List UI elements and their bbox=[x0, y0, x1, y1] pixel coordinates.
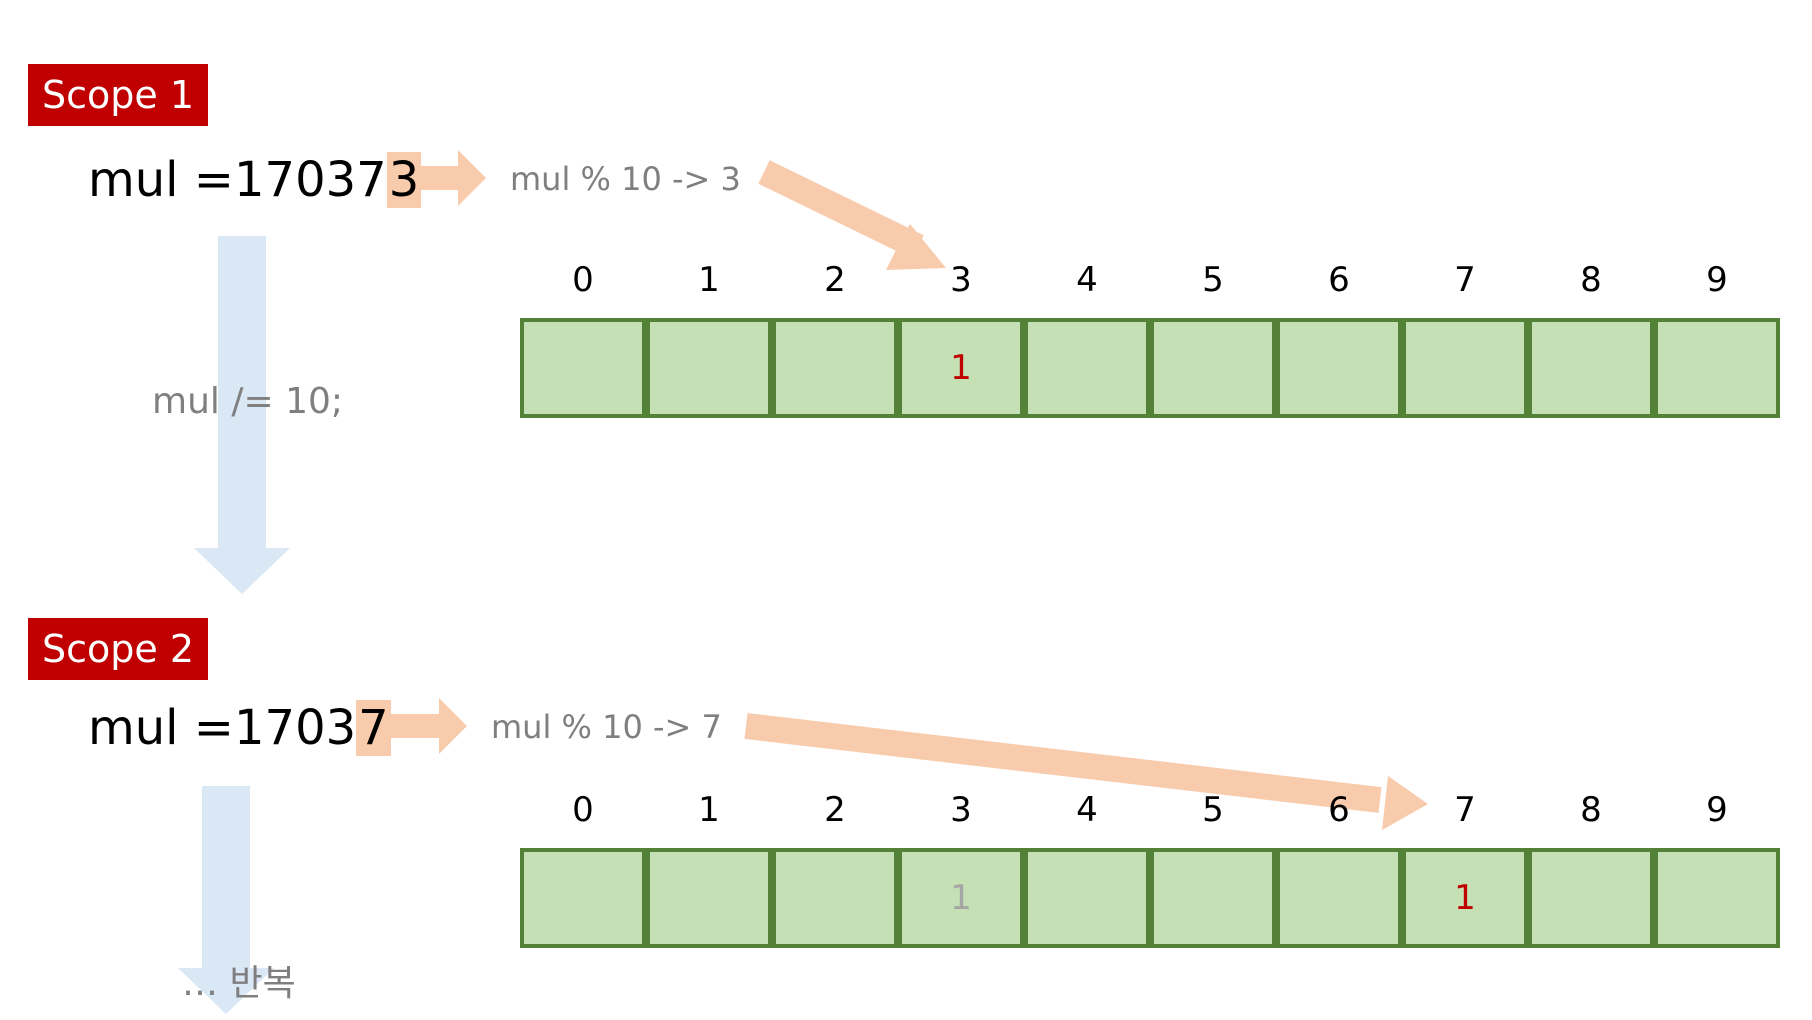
pointer-arrow-icon bbox=[1382, 776, 1428, 830]
index-label: 0 bbox=[572, 260, 594, 300]
index-label: 9 bbox=[1706, 260, 1728, 300]
index-label: 7 bbox=[1454, 260, 1476, 300]
index-label: 4 bbox=[1076, 260, 1098, 300]
array-cell bbox=[1654, 318, 1780, 418]
array-cell bbox=[772, 848, 898, 948]
array-cell bbox=[1528, 318, 1654, 418]
index-label: 7 bbox=[1454, 790, 1476, 830]
index-label: 1 bbox=[698, 260, 720, 300]
index-label: 4 bbox=[1076, 790, 1098, 830]
array-cell: 1 bbox=[898, 318, 1024, 418]
mul-prefix: mul = bbox=[88, 152, 234, 208]
index-label: 5 bbox=[1202, 790, 1224, 830]
down-arrow-icon bbox=[178, 786, 274, 1014]
array-cell bbox=[1024, 848, 1150, 948]
array-cell bbox=[1402, 318, 1528, 418]
array-cell bbox=[520, 318, 646, 418]
scope-badge: Scope 2 bbox=[28, 618, 209, 680]
array-cell bbox=[1276, 318, 1402, 418]
index-label: 1 bbox=[698, 790, 720, 830]
pointer-arrow-icon bbox=[758, 160, 924, 259]
mul-last-digit: 7 bbox=[356, 700, 391, 756]
array-cell bbox=[520, 848, 646, 948]
index-label: 0 bbox=[572, 790, 594, 830]
pointer-arrow-icon bbox=[886, 224, 946, 270]
index-label: 2 bbox=[824, 260, 846, 300]
index-label: 8 bbox=[1580, 790, 1602, 830]
down-arrow-icon bbox=[194, 236, 290, 594]
mul-last-digit: 3 bbox=[386, 152, 422, 208]
index-label: 2 bbox=[824, 790, 846, 830]
mul-value: mul =17037 bbox=[88, 698, 391, 758]
index-label: 8 bbox=[1580, 260, 1602, 300]
array-cell bbox=[1528, 848, 1654, 948]
mul-prefix: mul = bbox=[88, 700, 234, 756]
right-arrow-icon bbox=[398, 150, 486, 206]
array-cell bbox=[1276, 848, 1402, 948]
index-label: 5 bbox=[1202, 260, 1224, 300]
index-label: 9 bbox=[1706, 790, 1728, 830]
mul-digits: 1703 bbox=[234, 700, 357, 756]
array-cell bbox=[646, 318, 772, 418]
mul-value: mul =170373 bbox=[88, 150, 422, 210]
index-label: 3 bbox=[950, 790, 972, 830]
index-label: 3 bbox=[950, 260, 972, 300]
index-label: 6 bbox=[1328, 260, 1350, 300]
scope-badge: Scope 1 bbox=[28, 64, 209, 126]
array-cell bbox=[1024, 318, 1150, 418]
divide-step-label: mul /= 10; bbox=[152, 381, 344, 422]
array-cell bbox=[646, 848, 772, 948]
pointer-arrow-icon bbox=[744, 713, 1382, 813]
array-cell: 1 bbox=[1402, 848, 1528, 948]
index-label: 6 bbox=[1328, 790, 1350, 830]
array-cell: 1 bbox=[898, 848, 1024, 948]
modulo-expression: mul % 10 -> 3 bbox=[510, 160, 741, 198]
array-cell bbox=[1654, 848, 1780, 948]
modulo-expression: mul % 10 -> 7 bbox=[491, 708, 722, 746]
mul-digits: 17037 bbox=[234, 152, 387, 208]
array-cell bbox=[1150, 318, 1276, 418]
array-cell bbox=[1150, 848, 1276, 948]
right-arrow-icon bbox=[379, 698, 467, 754]
repeat-label: … 반복 bbox=[182, 963, 296, 1004]
array-cell bbox=[772, 318, 898, 418]
